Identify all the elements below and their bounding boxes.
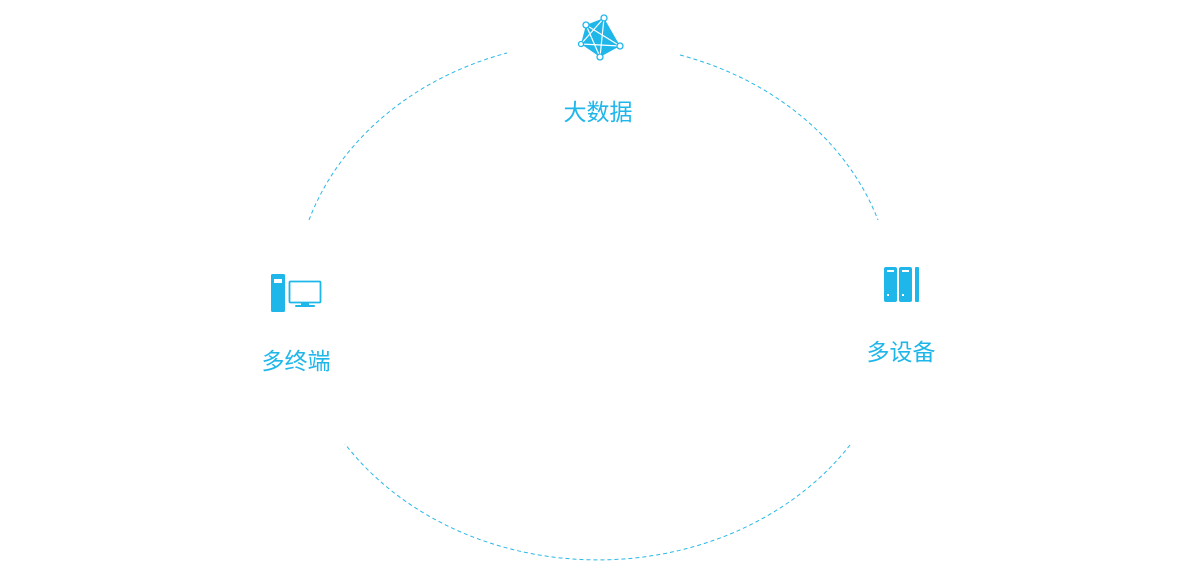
ring-arc-bottom	[344, 443, 851, 561]
ring-arc-top-left	[308, 52, 508, 221]
node-label-multi-device: 多设备	[866, 340, 936, 366]
ring-arc-top-right	[679, 54, 879, 221]
node-label-big-data: 大数据	[563, 100, 633, 126]
server-rack-icon	[884, 267, 919, 302]
desktop-computer-icon	[271, 274, 322, 312]
network-polyhedron-icon	[577, 14, 624, 61]
node-label-multi-terminal: 多终端	[261, 349, 331, 375]
